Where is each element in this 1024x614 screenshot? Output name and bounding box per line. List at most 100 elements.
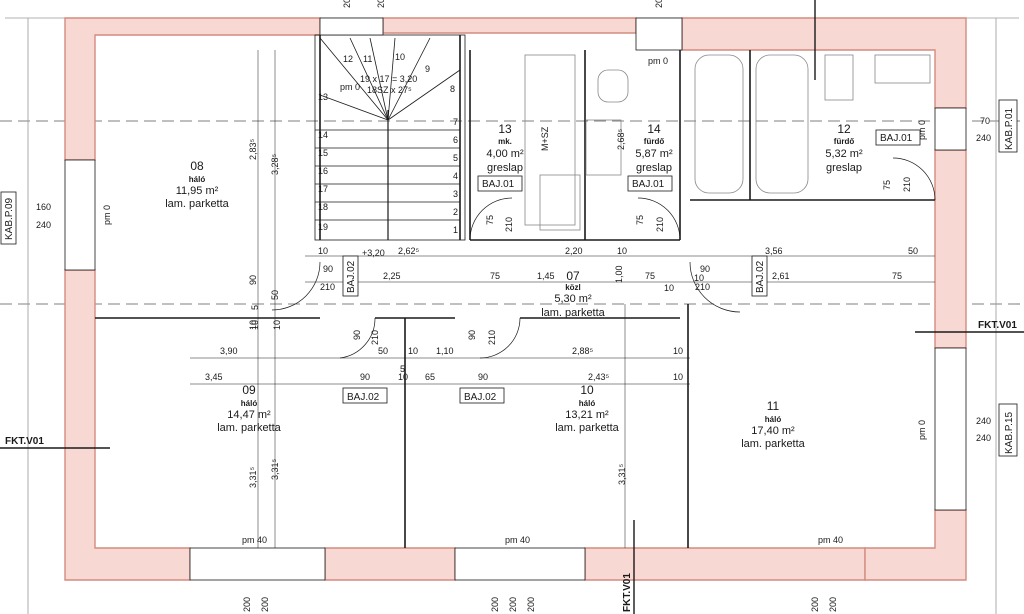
svg-text:BAJ.02: BAJ.02 [464, 392, 497, 403]
svg-text:50: 50 [270, 290, 280, 300]
svg-text:10: 10 [673, 346, 683, 356]
svg-text:17: 17 [318, 184, 328, 194]
hall-dims: 10 2,62⁵ 2,20 10 3,56 50 2,25 75 1,45 1,… [248, 246, 918, 345]
svg-text:07: 07 [566, 269, 580, 283]
svg-text:greslap: greslap [487, 162, 523, 174]
svg-text:75: 75 [882, 180, 892, 190]
svg-text:200: 200 [508, 597, 518, 612]
svg-text:200: 200 [260, 597, 270, 612]
drawing-frame [5, 17, 1019, 614]
room-14-label: 14 fürdő 5,87 m² greslap [635, 122, 673, 174]
mplus-label: M+SZ [540, 126, 550, 151]
svg-text:200: 200 [490, 597, 500, 612]
svg-text:11: 11 [767, 399, 780, 413]
svg-text:75: 75 [645, 271, 655, 281]
svg-text:11,95 m²: 11,95 m² [176, 185, 219, 197]
svg-text:90: 90 [248, 275, 258, 285]
svg-text:240: 240 [976, 133, 991, 143]
door-swings [271, 157, 936, 359]
svg-text:10: 10 [395, 52, 405, 62]
svg-text:14,47 m²: 14,47 m² [227, 409, 271, 421]
svg-text:12: 12 [343, 54, 353, 64]
room-08-label: 08 háló 11,95 m² lam. parketta [165, 159, 229, 210]
svg-text:50: 50 [908, 246, 918, 256]
svg-text:75: 75 [892, 271, 902, 281]
svg-text:200: 200 [526, 597, 536, 612]
room-11-label: 11 háló 17,40 m² lam. parketta [741, 399, 805, 450]
svg-text:lam. parketta: lam. parketta [165, 198, 229, 210]
svg-text:12: 12 [837, 122, 851, 136]
svg-text:9: 9 [425, 64, 430, 74]
svg-text:fürdő: fürdő [834, 137, 855, 146]
svg-text:10: 10 [272, 320, 282, 330]
svg-text:3,28⁵: 3,28⁵ [270, 153, 280, 175]
axis-lines [0, 120, 1024, 305]
stair-labels: 19 x 17 = 3,20 18SZ x 27⁵ pm 0 +3,20 14 … [318, 52, 458, 258]
fixtures [524, 54, 931, 231]
staircase [314, 34, 466, 241]
svg-text:BAJ.01: BAJ.01 [482, 179, 515, 190]
svg-text:4,00 m²: 4,00 m² [486, 148, 524, 160]
svg-text:1,10: 1,10 [436, 346, 454, 356]
svg-text:pm 0: pm 0 [917, 420, 927, 440]
svg-text:+3,20: +3,20 [362, 248, 385, 258]
svg-text:10: 10 [580, 383, 594, 397]
svg-text:pm 0: pm 0 [917, 120, 927, 140]
svg-text:50: 50 [378, 346, 388, 356]
svg-text:17,40 m²: 17,40 m² [751, 425, 795, 437]
svg-text:BAJ.02: BAJ.02 [347, 392, 380, 403]
svg-text:18: 18 [318, 202, 328, 212]
svg-text:210: 210 [487, 330, 497, 345]
door-tag-texts: BAJ.01 BAJ.01 BAJ.01 BAJ.02 BAJ.02 BAJ.0… [346, 133, 913, 403]
svg-text:5,30 m²: 5,30 m² [554, 293, 592, 305]
svg-text:BAJ.01: BAJ.01 [632, 179, 665, 190]
svg-text:lam. parketta: lam. parketta [541, 307, 605, 319]
svg-text:210: 210 [504, 217, 514, 232]
window-side-dims: 160 240 70 240 240 240 [36, 116, 991, 443]
room-12-label: 12 fürdő 5,32 m² greslap [825, 122, 863, 174]
svg-text:3,45: 3,45 [205, 372, 223, 382]
svg-text:2,25: 2,25 [383, 271, 401, 281]
svg-text:16: 16 [318, 166, 328, 176]
svg-text:10: 10 [250, 320, 260, 330]
svg-text:3,90: 3,90 [220, 346, 238, 356]
svg-text:08: 08 [190, 159, 204, 173]
svg-text:210: 210 [320, 282, 335, 292]
svg-text:15: 15 [318, 148, 328, 158]
svg-text:4: 4 [453, 171, 458, 181]
svg-text:200: 200 [654, 0, 664, 8]
svg-text:10: 10 [248, 320, 258, 330]
window-tags [0, 99, 1018, 457]
svg-text:210: 210 [655, 217, 665, 232]
room-10-label: 10 háló 13,21 m² lam. parketta [555, 383, 619, 434]
svg-text:2,88⁵: 2,88⁵ [572, 346, 594, 356]
svg-text:2,83⁵: 2,83⁵ [248, 138, 258, 160]
svg-text:160: 160 [36, 202, 51, 212]
svg-text:210: 210 [902, 177, 912, 192]
svg-text:18SZ x 27⁵: 18SZ x 27⁵ [367, 85, 412, 95]
svg-text:pm 0: pm 0 [648, 56, 668, 66]
svg-text:10: 10 [617, 246, 627, 256]
svg-text:65: 65 [425, 372, 435, 382]
svg-text:90: 90 [352, 330, 362, 340]
svg-text:fürdő: fürdő [644, 137, 665, 146]
svg-text:pm 0: pm 0 [102, 205, 112, 225]
svg-text:1,45: 1,45 [537, 271, 555, 281]
svg-text:2,20: 2,20 [565, 246, 583, 256]
svg-text:10: 10 [673, 372, 683, 382]
svg-text:90: 90 [360, 372, 370, 382]
svg-text:FKT.V01: FKT.V01 [5, 436, 44, 447]
svg-text:2,61: 2,61 [772, 271, 790, 281]
svg-text:75: 75 [635, 215, 645, 225]
svg-text:2: 2 [453, 207, 458, 217]
room-07-label: 07 közl 5,30 m² lam. parketta [541, 269, 605, 319]
svg-text:8: 8 [450, 84, 455, 94]
svg-text:lam. parketta: lam. parketta [217, 422, 281, 434]
svg-text:3,31⁵: 3,31⁵ [270, 458, 280, 480]
svg-text:90: 90 [467, 330, 477, 340]
svg-text:BAJ.01: BAJ.01 [880, 133, 913, 144]
room-09-label: 09 háló 14,47 m² lam. parketta [217, 383, 281, 434]
svg-text:greslap: greslap [826, 162, 862, 174]
